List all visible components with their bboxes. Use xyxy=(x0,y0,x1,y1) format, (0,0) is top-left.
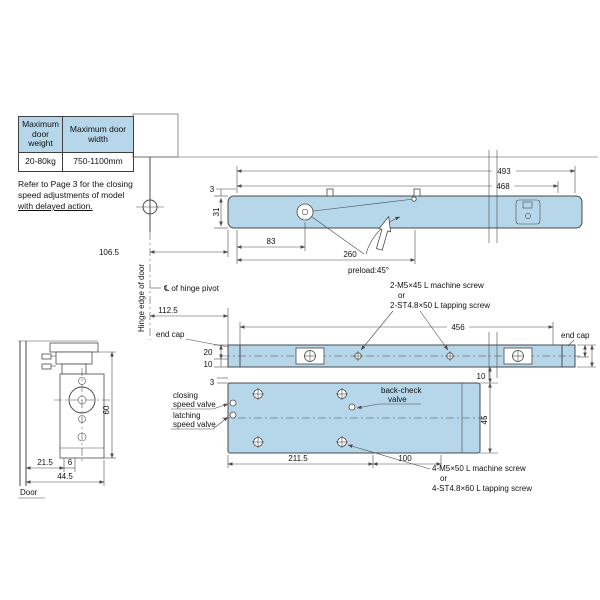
dim-493-label: 493 xyxy=(497,167,511,176)
dim-10-right-label: 10 xyxy=(477,372,486,381)
channel-screw-note-line3: 2-ST4.8×50 L tapping screw xyxy=(390,301,490,310)
arm-pivot-circle xyxy=(296,203,314,221)
door-label: Door xyxy=(20,488,38,497)
back-check-valve-label-2: valve xyxy=(388,395,407,404)
dim-3-side-label: 3 xyxy=(210,185,215,194)
closing-valve-label-1: closing xyxy=(173,391,198,400)
spec-header-max-door-weight: Maximum door weight xyxy=(19,117,63,153)
adjuster-detail xyxy=(515,199,541,225)
spec-value-max-door-width: 750-1100mm xyxy=(73,156,123,167)
dim-31-label: 31 xyxy=(212,207,221,216)
dim-21-5-label: 21.5 xyxy=(37,458,53,467)
body-screw-note-line1: 4-M5×50 L machine screw xyxy=(432,464,526,473)
spec-header-max-door-width: Maximum door width xyxy=(63,117,133,153)
mount-bolt-1 xyxy=(41,353,52,360)
dim-468-label: 468 xyxy=(496,182,510,191)
channel-screw-note-line2: or xyxy=(398,291,405,300)
reference-note-text: Refer to Page 3 for the closing speed ad… xyxy=(18,179,133,201)
preload-arc xyxy=(365,216,401,255)
side-view-dimensions: 493 468 3 31 83 260 106.5 preload:45° xyxy=(99,166,576,275)
mount-bolt-2 xyxy=(41,363,52,370)
dim-44-5-label: 44.5 xyxy=(57,472,73,481)
spec-value-max-door-weight: 20-80kg xyxy=(19,153,63,171)
dim-106-5-label: 106.5 xyxy=(99,248,120,257)
mounting-screw-side-1 xyxy=(326,188,334,197)
dim-83-label: 83 xyxy=(267,237,276,246)
body-screw-note-line2: or xyxy=(440,474,447,483)
closer-body-side xyxy=(227,195,583,229)
preload-label: preload:45° xyxy=(348,266,389,275)
dim-60-label: 60 xyxy=(102,405,111,414)
spec-table: Maximum door weight Maximum door width 2… xyxy=(18,116,134,172)
hinge-edge-label: Hinge edge of door xyxy=(137,264,146,332)
dim-456-label: 456 xyxy=(451,323,465,332)
dim-3-plan-label: 3 xyxy=(210,378,215,387)
reference-note: Refer to Page 3 for the closing speed ad… xyxy=(18,179,138,212)
dim-6-label: 6 xyxy=(68,458,73,467)
latching-valve-label-1: latching xyxy=(173,411,201,420)
frame-and-door-lines xyxy=(132,113,598,232)
end-cap-left-label: end cap xyxy=(156,330,185,339)
plan-view xyxy=(222,332,580,454)
channel-screw-note-line1: 2-M5×45 L machine screw xyxy=(390,281,484,290)
back-check-valve-label-1: back-check xyxy=(381,386,422,395)
end-cap-right-label: end cap xyxy=(561,331,590,340)
side-view xyxy=(227,150,583,255)
end-view-dimensions: 60 21.5 6 44.5 Door xyxy=(18,351,116,499)
latching-speed-valve xyxy=(229,411,237,419)
back-check-valve xyxy=(348,403,356,411)
mount-plate xyxy=(49,342,99,353)
body-screws xyxy=(252,388,348,448)
body-screw-note-line3: 4-ST4.8×60 L tapping screw xyxy=(432,484,532,493)
centerline-labels: ℄ of hinge pivot Hinge edge of door 112.… xyxy=(137,232,229,345)
dim-211-5-label: 211.5 xyxy=(288,454,308,463)
dim-260-label: 260 xyxy=(343,250,357,259)
dim-10-left-label: 10 xyxy=(204,360,213,369)
preload-arrow xyxy=(375,215,392,251)
dim-20-label: 20 xyxy=(204,348,213,357)
latching-valve-label-2: speed valve xyxy=(173,420,216,429)
plan-view-dimensions: 456 end cap end cap 20 10 3 10 45 xyxy=(156,322,596,468)
closing-speed-valve xyxy=(229,399,237,407)
dim-112-5-label: 112.5 xyxy=(158,306,178,315)
reference-note-underlined: with delayed action. xyxy=(18,201,93,212)
pinion-circle xyxy=(68,386,96,414)
end-view xyxy=(18,340,110,486)
valve-callouts: closing speed valve latching speed valve… xyxy=(171,386,422,430)
closing-valve-label-2: speed valve xyxy=(173,400,216,409)
dim-45-label: 45 xyxy=(480,415,489,424)
dim-100-label: 100 xyxy=(398,454,412,463)
hinge-pivot-centerline-label: ℄ of hinge pivot xyxy=(163,284,220,293)
hinge-pivot-circle xyxy=(142,199,158,215)
screw-notes: 2-M5×45 L machine screw or 2-ST4.8×50 L … xyxy=(347,281,532,493)
mounting-screw-side-2 xyxy=(413,188,421,197)
